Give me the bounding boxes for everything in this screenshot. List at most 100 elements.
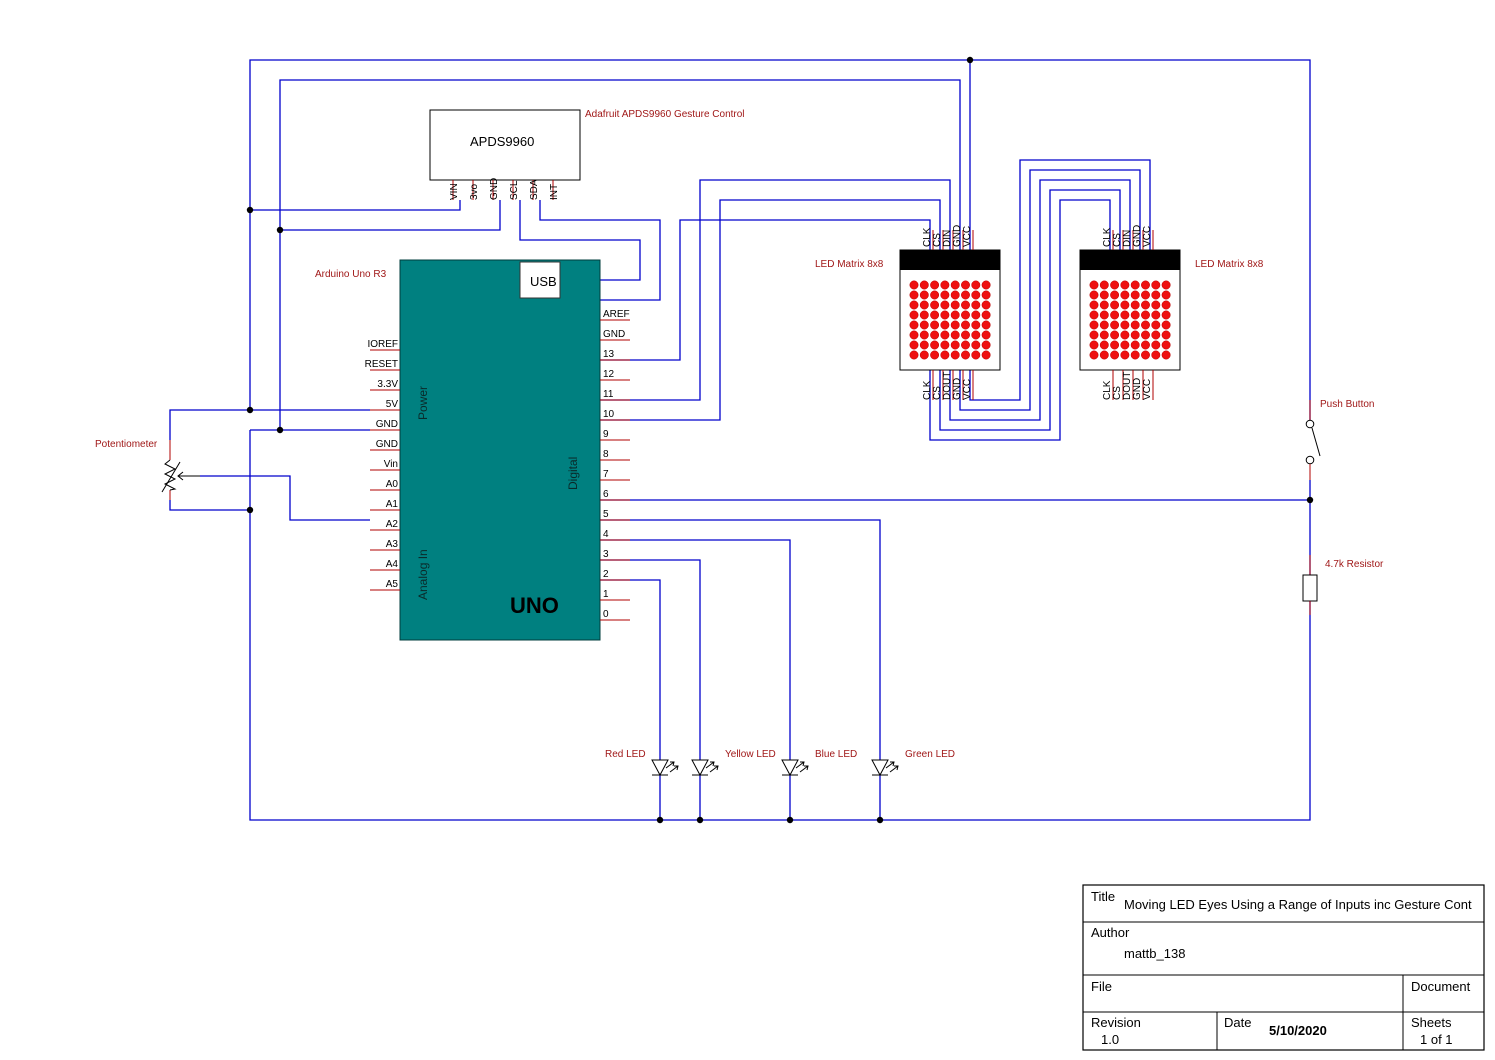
matrix2-label: LED Matrix 8x8	[1195, 259, 1264, 270]
matrix1-led-r6-c7	[981, 340, 991, 350]
matrix2-led-r2-c0	[1089, 300, 1099, 310]
matrix1-top-pin-clk: CLK	[922, 227, 933, 247]
matrix1-led-r5-c2	[930, 330, 940, 340]
wire-sda	[539, 200, 661, 301]
matrix2-led-r1-c3	[1120, 290, 1130, 300]
matrix2-top-pin-cs: CS	[1112, 233, 1123, 247]
matrix2-led-r1-c7	[1161, 290, 1171, 300]
matrix1-led-r2-c2	[930, 300, 940, 310]
apds-name: APDS9960	[470, 134, 534, 149]
matrix1-led-r3-c7	[981, 310, 991, 320]
matrix2-led-r3-c5	[1141, 310, 1150, 320]
file-label: File	[1091, 979, 1112, 994]
matrix2-led-r7-c6	[1151, 350, 1161, 360]
leds	[651, 759, 899, 777]
wire-d11-din	[600, 179, 951, 401]
matrix2-led-r4-c5	[1141, 320, 1150, 330]
uno-pin-gnd: GND	[376, 419, 398, 430]
uno-pin-d13: 13	[603, 349, 615, 360]
matrix1-led-r7-c7	[981, 350, 991, 360]
matrix1-label: LED Matrix 8x8	[815, 259, 884, 270]
matrix2-led-r0-c1	[1099, 280, 1109, 290]
matrix1-led-r2-c1	[919, 300, 929, 310]
matrix2-led-r5-c0	[1089, 330, 1099, 340]
usb-port	[519, 261, 561, 299]
matrix2-led-r3-c7	[1161, 310, 1171, 320]
matrix2-led-r7-c0	[1089, 350, 1099, 360]
wire-m-gnd	[959, 169, 1141, 411]
led-symbol-1	[691, 759, 719, 777]
title-label: Title	[1091, 889, 1115, 904]
uno-label: Arduino Uno R3	[315, 269, 387, 280]
sheets-value: 1 of 1	[1420, 1032, 1453, 1047]
wire-d10-cs	[600, 199, 941, 421]
digital-group-label: Digital	[566, 457, 580, 490]
matrix1-led-r4-c3	[940, 320, 950, 330]
title-value: Moving LED Eyes Using a Range of Inputs …	[1124, 897, 1472, 912]
wire-apds-gnd	[280, 200, 501, 231]
wire-bottom-loop	[249, 430, 1311, 821]
matrix1-led-r1-c4	[950, 290, 960, 300]
matrix2-top-pin-din: DIN	[1122, 230, 1133, 247]
date-value: 5/10/2020	[1269, 1023, 1327, 1038]
matrix2-led-r5-c1	[1099, 330, 1109, 340]
matrix1-led-r7-c3	[940, 350, 950, 360]
matrix2-led-r6-c1	[1099, 340, 1109, 350]
usb-label: USB	[530, 274, 557, 289]
matrix2-led-r4-c4	[1130, 320, 1140, 330]
matrix1-led-r5-c1	[919, 330, 929, 340]
matrix1-led-r2-c6	[971, 300, 981, 310]
matrix1-led-r3-c3	[940, 310, 950, 320]
wire-pot-bottom	[169, 500, 250, 511]
matrix1-led-r3-c0	[909, 310, 919, 320]
uno-pin-d2: 2	[603, 569, 609, 580]
matrix2-led-r2-c2	[1110, 300, 1120, 310]
matrix2-top-pin-gnd: GND	[1132, 225, 1143, 247]
matrix1-led-r7-c6	[971, 350, 981, 360]
matrix1-led-r6-c6	[971, 340, 981, 350]
matrix2-led-r5-c7	[1161, 330, 1171, 340]
uno-pin-d9: 9	[603, 429, 609, 440]
matrix1-led-r0-c6	[971, 280, 981, 290]
resistor-4k7: 4.7k Resistor	[1302, 555, 1384, 615]
wire-d5	[600, 519, 881, 820]
matrix2-led-r2-c3	[1120, 300, 1130, 310]
matrix2-bottom-pin-gnd: GND	[1132, 378, 1143, 400]
led-symbol-2	[781, 759, 809, 777]
uno-pin-d4: 4	[603, 529, 609, 540]
author-value: mattb_138	[1124, 946, 1185, 961]
matrix2-led-r7-c5	[1141, 350, 1150, 360]
matrix2-led-r5-c2	[1110, 330, 1120, 340]
wire-pot-wiper	[200, 475, 370, 521]
matrix1-top-pin-vcc: VCC	[962, 226, 973, 247]
matrix1-led-r3-c4	[950, 310, 960, 320]
matrix1-led-r1-c7	[981, 290, 991, 300]
matrix2-led-r0-c2	[1110, 280, 1120, 290]
uno-pin-d11: 11	[603, 389, 614, 400]
uno-pin-d1: 1	[603, 589, 609, 600]
uno-pin-ioref: IOREF	[367, 339, 398, 350]
matrix1-led-r0-c4	[950, 280, 960, 290]
matrix2-led-r4-c3	[1120, 320, 1130, 330]
matrix1-led-r7-c2	[930, 350, 940, 360]
matrix2-led-r0-c5	[1141, 280, 1150, 290]
wire-d3	[600, 559, 701, 820]
wire-m-dout	[949, 179, 1131, 421]
matrix1-led-r3-c5	[961, 310, 970, 320]
matrix2-led-grid	[1089, 280, 1171, 360]
matrix2-led-r3-c3	[1120, 310, 1130, 320]
matrix1-led-r1-c1	[919, 290, 929, 300]
matrix1-top-pin-din: DIN	[942, 230, 953, 247]
matrix1-led-r0-c7	[981, 280, 991, 290]
uno-pin-d5: 5	[603, 509, 609, 520]
wire-5v-rail	[249, 59, 1311, 420]
uno-pin-d0: 0	[603, 609, 609, 620]
matrix2-led-r5-c5	[1141, 330, 1150, 340]
matrix1-led-r2-c0	[909, 300, 919, 310]
uno-pin-a1: A1	[386, 499, 399, 510]
wire-pot-top	[169, 409, 250, 440]
